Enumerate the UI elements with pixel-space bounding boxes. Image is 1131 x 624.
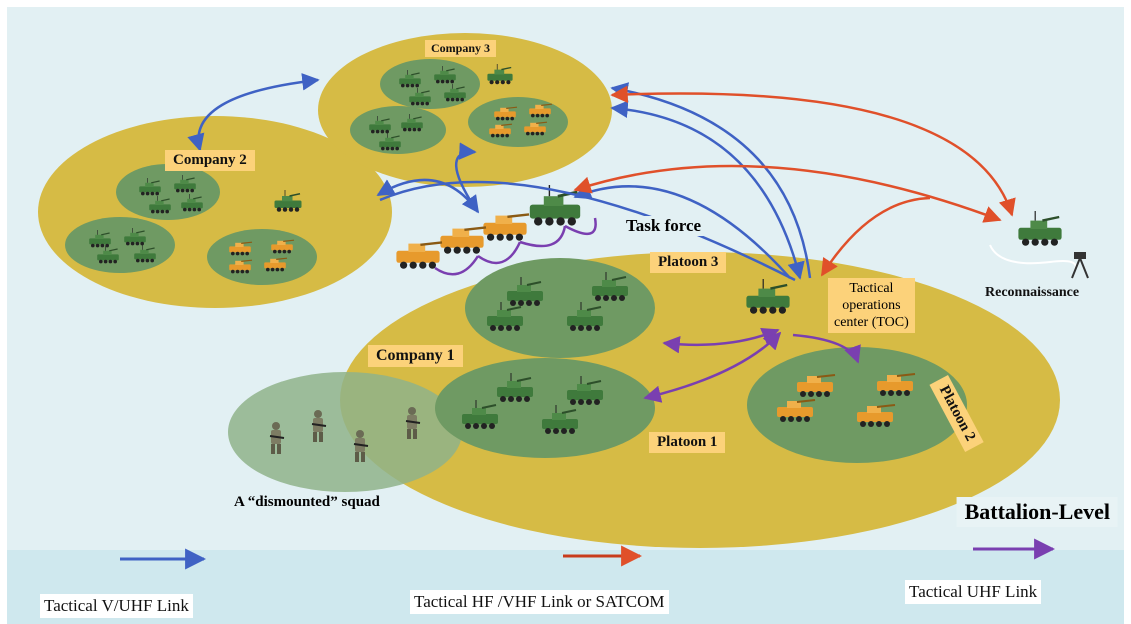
platoon-2-area — [747, 347, 967, 463]
company-3-group-b — [350, 106, 446, 154]
hf-satcom-links — [573, 85, 1016, 277]
squad-label: A “dismounted” squad — [230, 494, 384, 511]
platoon-1-area — [435, 358, 655, 458]
company-3-label: Company 3 — [425, 40, 497, 57]
toc-label-line-3: center (TOC) — [834, 315, 909, 330]
legend-label-hf: Tactical HF /VHF Link or SATCOM — [410, 590, 669, 614]
company-3-group-c — [468, 97, 568, 147]
reconnaissance-unit — [989, 209, 1089, 279]
platoon-3-area — [465, 258, 655, 358]
company-2-label: Company 2 — [165, 150, 255, 171]
platoon-1-label: Platoon 1 — [649, 432, 726, 453]
toc-label: Tactical operations center (TOC) — [828, 278, 915, 333]
platoon-3-label: Platoon 3 — [650, 252, 727, 273]
reconnaissance-label: Reconnaissance — [985, 285, 1080, 300]
company-2-group-b — [65, 217, 175, 273]
company-2-group-c — [207, 229, 317, 285]
legend-label-uhf: Tactical UHF Link — [905, 580, 1042, 604]
uhf-links — [643, 327, 861, 403]
squad-area — [228, 372, 462, 492]
legend-label-vuhf: Tactical V/UHF Link — [40, 594, 193, 618]
battalion-level-label: Battalion-Level — [956, 497, 1118, 527]
task-force-label: Task force — [620, 216, 708, 236]
company-1-label: Company 1 — [368, 345, 463, 367]
toc-label-line-1: Tactical — [849, 281, 894, 296]
toc-label-line-2: operations — [842, 298, 901, 313]
